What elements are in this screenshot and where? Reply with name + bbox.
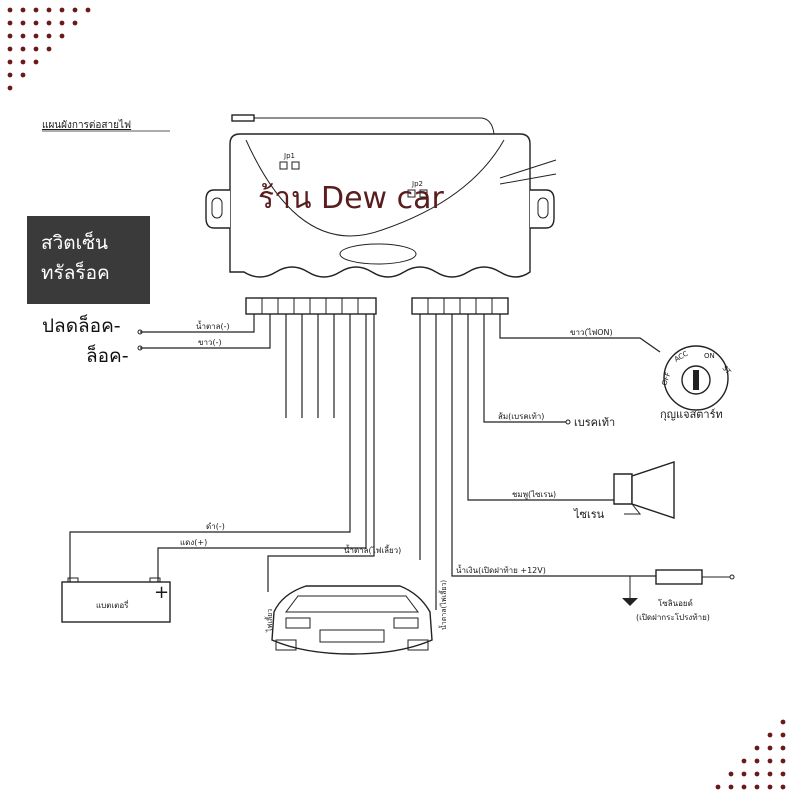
decorative-dot xyxy=(59,20,65,26)
label-red-pos: แดง(+) xyxy=(180,538,207,547)
decorative-dot xyxy=(85,7,91,13)
jumper-jp1-label: Jp1 xyxy=(283,152,295,160)
ignition-on: ON xyxy=(704,352,715,360)
ignition-switch: OFF ACC ON ST xyxy=(660,345,733,411)
label-black-neg: ดำ(-) xyxy=(206,522,225,531)
decorative-dots-top-left xyxy=(7,7,91,91)
connector-right xyxy=(411,297,509,315)
decorative-dot xyxy=(33,46,39,52)
decorative-dots-bottom-right xyxy=(715,719,786,790)
badge-line-1: สวิตเซ็น xyxy=(41,232,108,254)
label-pink-siren: ชมพู(ไซเรน) xyxy=(512,490,556,500)
decorative-dot xyxy=(20,20,26,26)
jumper-jp2 xyxy=(407,189,416,198)
decorative-dot xyxy=(46,46,52,52)
decorative-dot xyxy=(59,7,65,13)
decorative-dot xyxy=(767,758,773,764)
decorative-dot xyxy=(754,745,760,751)
antenna xyxy=(231,114,495,135)
decorative-dot xyxy=(780,758,786,764)
decorative-dot xyxy=(780,745,786,751)
siren-label: ไซเรน xyxy=(573,508,605,521)
decorative-dot xyxy=(780,732,786,738)
decorative-dot xyxy=(7,46,13,52)
solenoid xyxy=(622,569,735,606)
decorative-dot xyxy=(33,33,39,39)
jumper-jp2-label: Jp2 xyxy=(411,180,423,188)
label-brown-turn-vertical: น้ำตาล(ไฟเลี้ยว) xyxy=(437,580,448,630)
label-orange-brake: ส้ม(เบรคเท้า) xyxy=(498,412,544,421)
decorative-dot xyxy=(754,758,760,764)
label-brown-neg: น้ำตาล(-) xyxy=(196,320,230,331)
decorative-dot xyxy=(7,7,13,13)
decorative-dot xyxy=(46,7,52,13)
wires-right xyxy=(419,314,661,610)
decorative-dot xyxy=(33,7,39,13)
decorative-dot xyxy=(20,7,26,13)
decorative-dot xyxy=(741,758,747,764)
decorative-dot xyxy=(20,33,26,39)
alarm-control-box: Jp1 Jp2 ร้าน Dew car xyxy=(205,133,557,278)
diagram-title: แผนผังการต่อสายไฟ xyxy=(42,119,131,131)
decorative-dot xyxy=(7,59,13,65)
connector-left xyxy=(245,297,377,315)
decorative-dot xyxy=(7,33,13,39)
wires-left xyxy=(69,314,375,592)
decorative-dot xyxy=(33,59,39,65)
decorative-dot xyxy=(728,784,734,790)
decorative-dot xyxy=(20,46,26,52)
decorative-dot xyxy=(728,771,734,777)
solenoid-label: โซลินอยด์ xyxy=(658,598,693,608)
decorative-dot xyxy=(20,72,26,78)
unlock-label: ปลดล็อค- xyxy=(42,315,121,337)
decorative-dot xyxy=(780,784,786,790)
shop-watermark: ร้าน Dew car xyxy=(258,181,445,216)
decorative-dot xyxy=(780,771,786,777)
battery-label: แบตเตอรี่ xyxy=(96,599,129,610)
battery: + xyxy=(61,577,171,623)
car xyxy=(271,585,433,655)
decorative-dot xyxy=(767,732,773,738)
label-white-on: ขาว(ไฟON) xyxy=(570,328,613,337)
decorative-dot xyxy=(59,33,65,39)
decorative-dot xyxy=(7,20,13,26)
decorative-dot xyxy=(715,784,721,790)
label-blue-trunk: น้ำเงิน(เปิดฝาท้าย +12V) xyxy=(456,564,546,575)
decorative-dot xyxy=(7,72,13,78)
badge-line-2: ทรัลร็อค xyxy=(41,262,110,284)
decorative-dot xyxy=(46,33,52,39)
label-white-neg: ขาว(-) xyxy=(198,338,222,347)
decorative-dot xyxy=(7,85,13,91)
battery-plus: + xyxy=(154,582,169,603)
jumper-jp1 xyxy=(279,161,288,170)
decorative-dot xyxy=(754,784,760,790)
ignition-label: กุญแจสตาร์ท xyxy=(660,408,723,421)
decorative-dot xyxy=(754,771,760,777)
siren xyxy=(613,461,675,519)
label-brown-turn: น้ำตาล(ไฟเลี้ยว) xyxy=(344,544,401,555)
decorative-dot xyxy=(72,7,78,13)
decorative-dot xyxy=(741,784,747,790)
decorative-dot xyxy=(20,59,26,65)
solenoid-sublabel: (เปิดฝากระโปรงท้าย) xyxy=(636,612,710,622)
decorative-dot xyxy=(72,20,78,26)
central-lock-switch-badge: สวิตเซ็น ทรัลร็อค xyxy=(27,216,150,304)
decorative-dot xyxy=(767,745,773,751)
decorative-dot xyxy=(33,20,39,26)
decorative-dot xyxy=(46,20,52,26)
decorative-dot xyxy=(767,784,773,790)
decorative-dot xyxy=(741,771,747,777)
brake-label: เบรคเท้า xyxy=(574,416,615,429)
decorative-dot xyxy=(780,719,786,725)
lock-label: ล็อค- xyxy=(86,345,129,367)
decorative-dot xyxy=(767,771,773,777)
car-turn-label: ไฟเลี้ยว xyxy=(263,609,274,633)
